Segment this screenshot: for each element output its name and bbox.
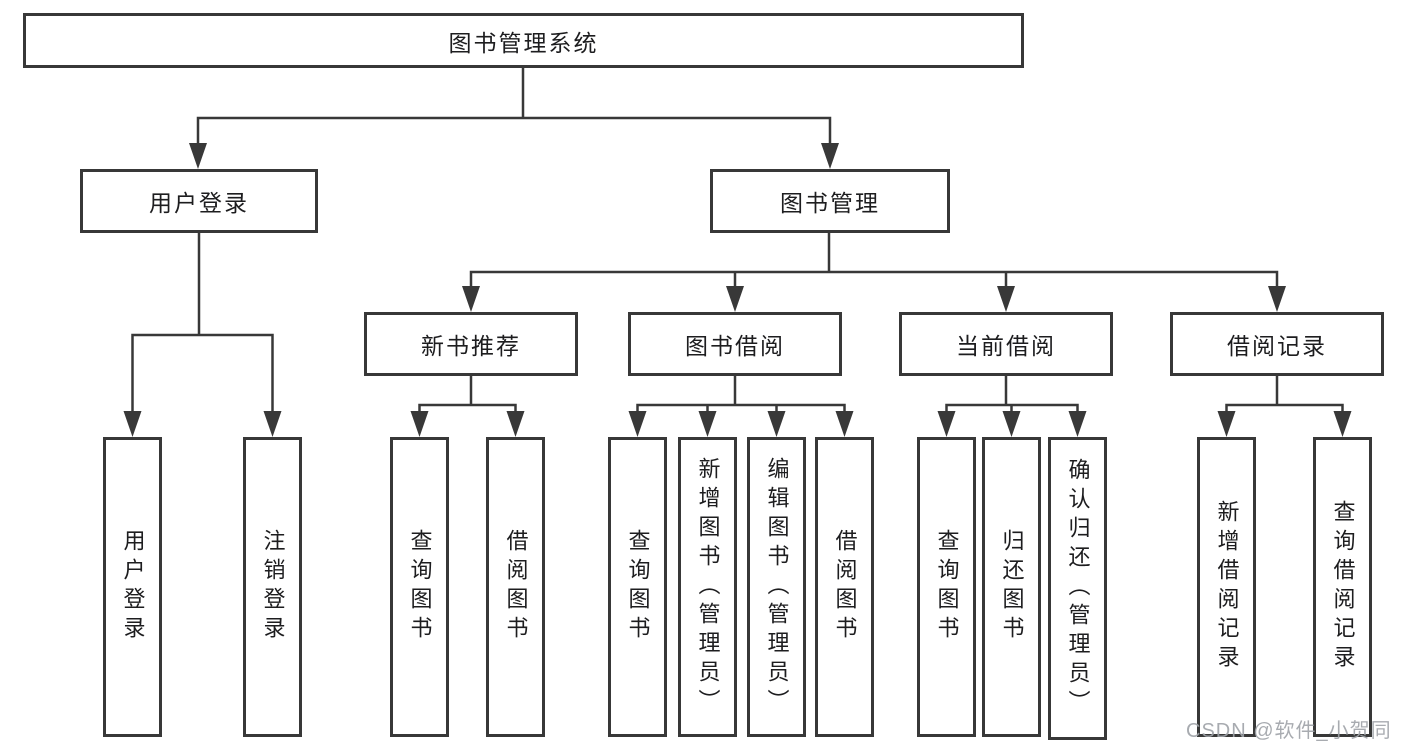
node-user-login: 用户登录 [80,169,318,233]
node-query-books-recommend: 查询图书 [390,437,449,737]
node-borrow-books-recommend: 借阅图书 [486,437,545,737]
node-current-borrowing: 当前借阅 [899,312,1113,376]
node-query-borrow-record: 查询借阅记录 [1313,437,1372,737]
node-root-system: 图书管理系统 [23,13,1024,68]
node-borrow-books-borrowing: 借阅图书 [815,437,874,737]
node-add-borrow-record: 新增借阅记录 [1197,437,1256,737]
watermark: CSDN @软件_小贺同学 [1186,720,1392,742]
node-new-book-recommend: 新书推荐 [364,312,578,376]
node-logout: 注销登录 [243,437,302,737]
node-book-borrowing: 图书借阅 [628,312,842,376]
node-query-books-current: 查询图书 [917,437,976,737]
node-add-books-admin: 新增图书（管理员） [678,437,737,737]
node-confirm-return-admin: 确认归还（管理员） [1048,437,1107,740]
node-return-books: 归还图书 [982,437,1041,737]
node-edit-books-admin: 编辑图书（管理员） [747,437,806,737]
node-book-management: 图书管理 [710,169,950,233]
node-query-books-borrowing: 查询图书 [608,437,667,737]
node-borrowing-records: 借阅记录 [1170,312,1384,376]
node-user-login-leaf: 用户登录 [103,437,162,737]
